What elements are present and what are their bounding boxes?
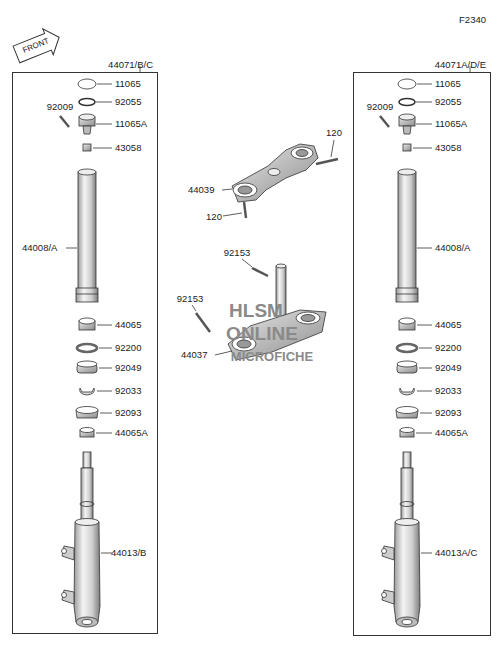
callout-number: 44008/A: [435, 243, 470, 253]
callout-number: 11065A: [115, 119, 147, 129]
callout-number: 92093: [435, 408, 461, 418]
callout-number: 43058: [115, 143, 141, 153]
watermark: HLSM: [229, 301, 283, 320]
callout-number: 44013/B: [111, 548, 146, 558]
callout-number: 44037: [181, 350, 207, 360]
callout-number: 44008/A: [22, 243, 57, 253]
callout-number: 92049: [435, 363, 461, 373]
callout-number: 92093: [115, 408, 141, 418]
callout-number: 92200: [435, 343, 461, 353]
callout-number: 44039: [188, 185, 214, 195]
callout-number: 92153: [177, 294, 203, 304]
callout-number: 92009: [367, 102, 393, 112]
lower-clamp: [192, 259, 326, 360]
callout-number: 44065A: [115, 428, 148, 438]
watermark: ONLINE: [226, 324, 298, 343]
upper-clamp: [222, 140, 338, 218]
callout-number: 44065: [435, 320, 461, 330]
assembly-number: 44071/B/C: [108, 59, 153, 70]
front-arrow: [11, 24, 64, 67]
callout-number: 92055: [115, 97, 141, 107]
callout-number: 92055: [435, 97, 461, 107]
callout-number: 92033: [435, 386, 461, 396]
callout-number: 92049: [115, 363, 141, 373]
callout-number: 11065: [115, 79, 141, 89]
callout-number: 44013A/C: [435, 548, 477, 558]
callout-number: 92033: [115, 386, 141, 396]
callout-number: 120: [326, 128, 342, 138]
figure-number: F2340: [459, 15, 486, 25]
callout-number: 92200: [115, 343, 141, 353]
watermark: MICROFICHE: [231, 350, 313, 363]
callout-number: 44065: [115, 320, 141, 330]
fork-right: [380, 79, 432, 627]
assembly-number: 44071A/D/E: [435, 59, 486, 70]
callout-number: 92153: [224, 248, 250, 258]
callout-number: 43058: [435, 143, 461, 153]
callout-number: 44065A: [435, 428, 468, 438]
callout-number: 11065A: [435, 119, 467, 129]
fork-left: [60, 79, 112, 627]
callout-number: 120: [206, 212, 222, 222]
callout-number: 11065: [435, 79, 461, 89]
callout-number: 92009: [47, 102, 73, 112]
